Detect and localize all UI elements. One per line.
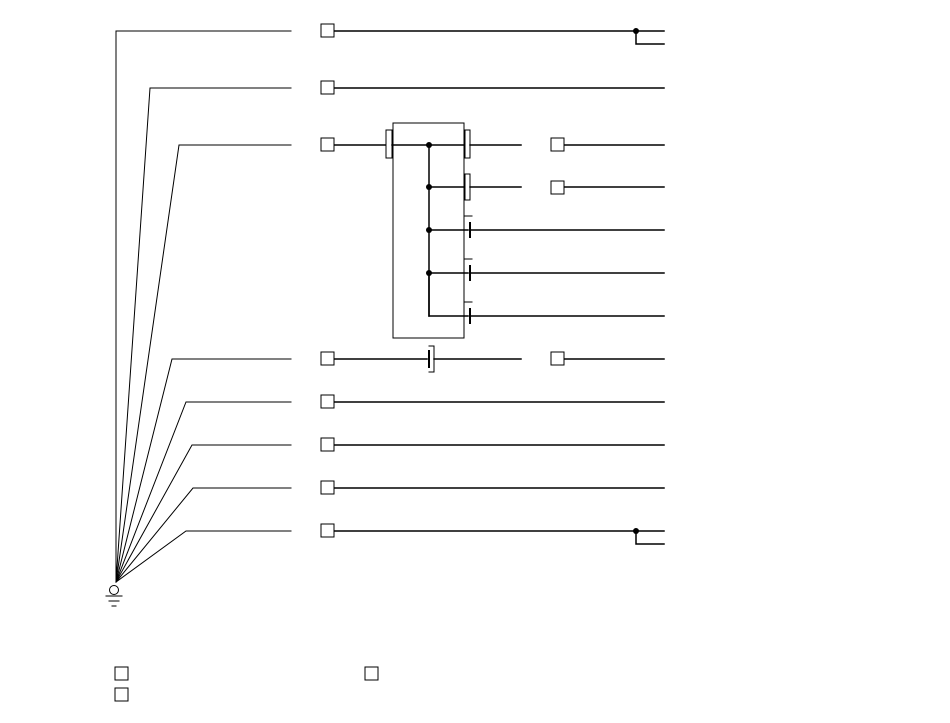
connector-box xyxy=(550,180,565,195)
circuit-4 xyxy=(469,180,665,195)
ground-wire-2 xyxy=(115,87,292,583)
circuit-11 xyxy=(320,480,665,495)
splice-dot xyxy=(633,28,639,34)
ground-wire-4 xyxy=(115,358,292,583)
connector-box xyxy=(320,437,335,452)
circuit-9 xyxy=(320,394,665,409)
connector-box xyxy=(320,80,335,95)
legend-box-3 xyxy=(114,687,129,702)
circuit-3 xyxy=(320,137,387,152)
splice-dot xyxy=(633,528,639,534)
ground-wire-1 xyxy=(115,30,292,583)
connector-box xyxy=(320,480,335,495)
ground-wire-3 xyxy=(115,144,292,583)
connector-box xyxy=(320,23,335,38)
connector-box xyxy=(320,137,335,152)
ground-wire-8 xyxy=(115,530,292,583)
legend-box-2 xyxy=(364,666,379,681)
legend-box-1 xyxy=(114,666,129,681)
ground-wire-7 xyxy=(115,487,292,583)
circuit-8 xyxy=(320,345,665,373)
ground-icon xyxy=(105,585,123,607)
connector-box xyxy=(320,523,335,538)
connector-box xyxy=(320,351,335,366)
circuit-2 xyxy=(320,80,665,95)
ground-wire-6 xyxy=(115,444,292,583)
circuit-3-out xyxy=(469,137,665,152)
connector-box xyxy=(550,351,565,366)
circuit-1 xyxy=(320,23,665,45)
circuit-12 xyxy=(320,523,665,545)
ground-bus xyxy=(115,30,292,583)
connector-box xyxy=(320,394,335,409)
circuit-10 xyxy=(320,437,665,452)
connector-block xyxy=(385,122,473,339)
legend xyxy=(114,666,379,702)
ground-wire-5 xyxy=(115,401,292,583)
connector-box xyxy=(550,137,565,152)
